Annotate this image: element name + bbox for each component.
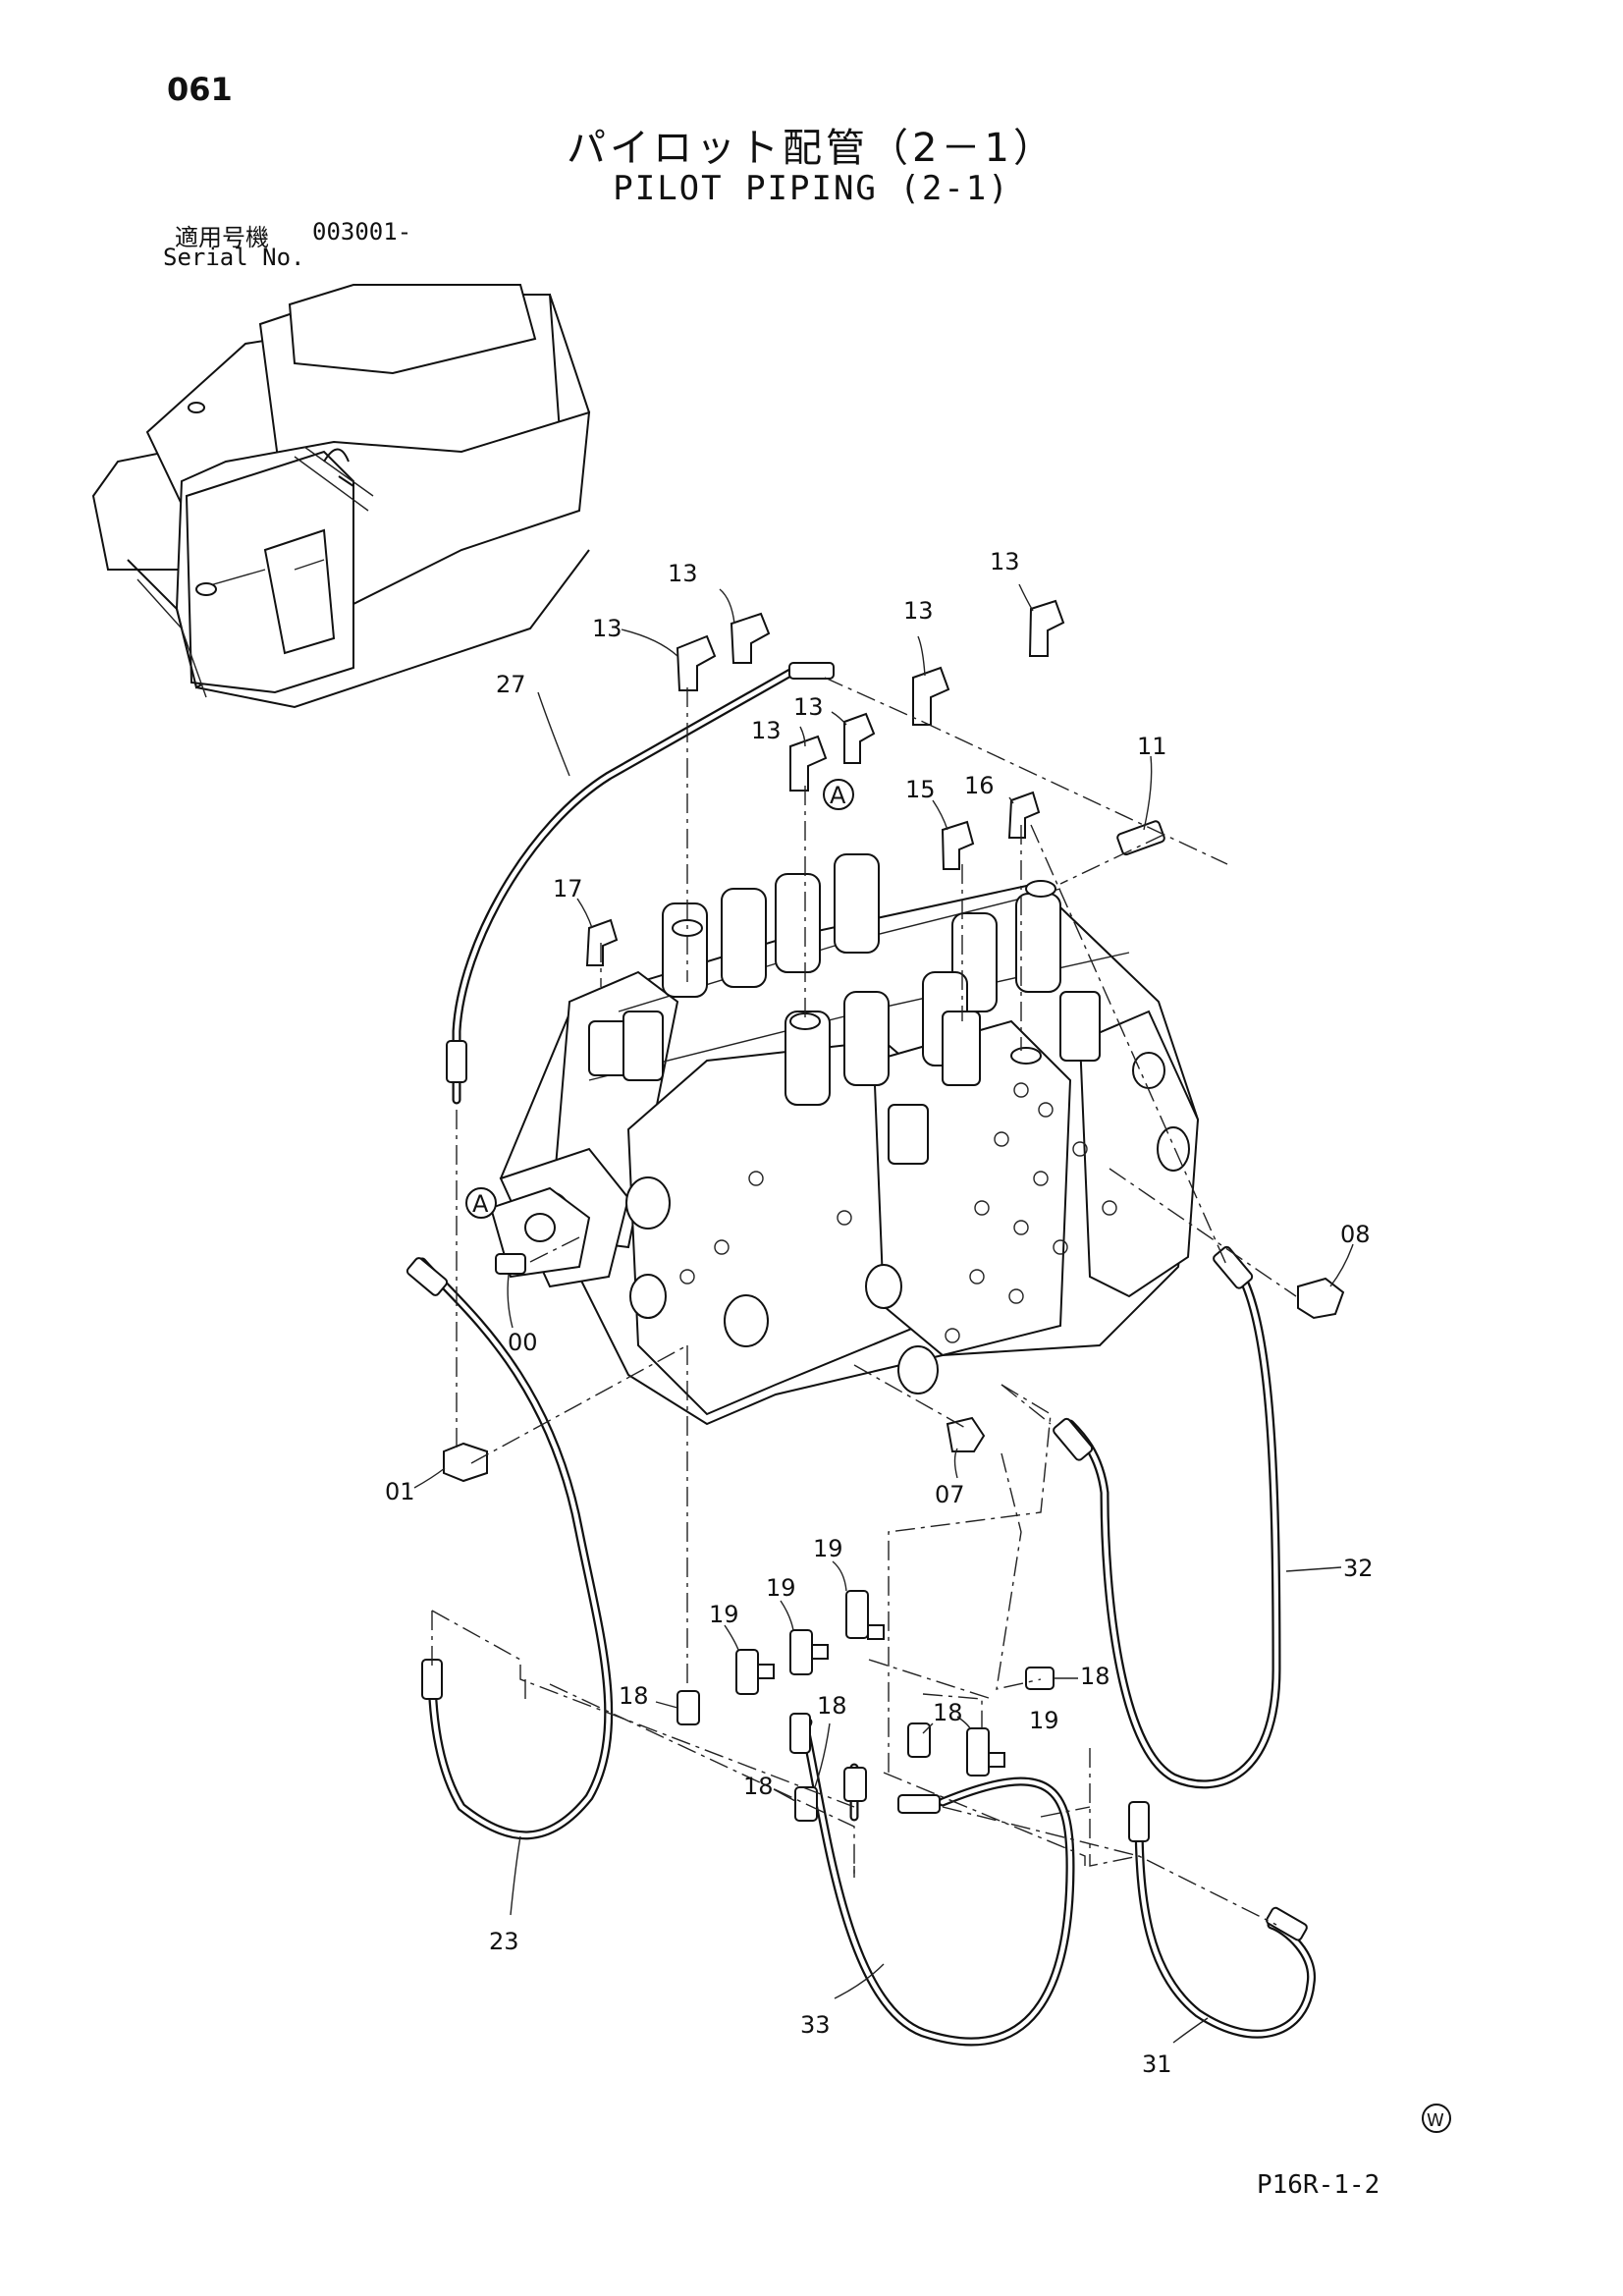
plug-fitting-00: [495, 1253, 526, 1275]
nipple-fitting-18c: [907, 1722, 931, 1758]
callout-18d: 18: [933, 1699, 963, 1726]
callout-18a: 18: [1080, 1663, 1110, 1690]
elbow-fitting-13d: [1028, 599, 1065, 657]
elbow-fitting-01: [443, 1442, 488, 1483]
tee-fitting-19b: [789, 1629, 829, 1675]
callout-15: 15: [905, 776, 936, 803]
callout-32: 32: [1343, 1555, 1374, 1582]
callout-08: 08: [1340, 1221, 1371, 1248]
fittings: [443, 599, 1345, 1822]
callout-07: 07: [935, 1481, 965, 1508]
callout-13e: 13: [751, 717, 782, 744]
serial-label-japanese: 適用号機: [175, 224, 269, 251]
elbow-fitting-13f: [843, 712, 876, 764]
callout-23: 23: [489, 1928, 519, 1955]
callout-19a: 19: [813, 1535, 843, 1562]
elbow-fitting-13a: [676, 634, 717, 691]
drawing-code: P16R-1-2: [1257, 2170, 1380, 2200]
elbow-fitting-17: [585, 918, 619, 966]
callout-19b: 19: [766, 1574, 796, 1602]
nipple-fitting-18e: [843, 1767, 867, 1802]
callout-13a: 13: [592, 615, 622, 642]
svg-text:A: A: [830, 782, 846, 809]
page-title-english: PILOT PIPING (2-1): [613, 169, 1010, 208]
elbow-fitting-08: [1297, 1277, 1345, 1320]
excavator-overview-sketch: [91, 284, 591, 709]
serial-number-value: 003001-: [312, 218, 412, 246]
callout-19c: 19: [709, 1601, 739, 1628]
w-mark: W: [1422, 2104, 1451, 2133]
nipple-fitting-18a: [676, 1690, 700, 1725]
nipple-fitting-18d: [1025, 1667, 1055, 1690]
reference-marker-a-top: A: [823, 779, 854, 810]
elbow-fitting-13e: [789, 735, 828, 792]
callout-00: 00: [508, 1329, 538, 1356]
reference-marker-a-left: A: [465, 1187, 497, 1219]
callout-27: 27: [496, 671, 526, 698]
svg-text:A: A: [472, 1190, 489, 1218]
callout-33: 33: [800, 2011, 831, 2039]
tee-fitting-19d: [966, 1727, 1005, 1777]
elbow-fitting-13b: [730, 612, 771, 664]
callout-01: 01: [385, 1478, 415, 1505]
hoses: [406, 662, 1316, 2047]
callout-18b: 18: [619, 1682, 649, 1710]
connection-lines: [431, 677, 1297, 1926]
callout-13d: 13: [903, 597, 934, 625]
page-title-japanese: パイロット配管（2－1）: [567, 126, 1056, 171]
callout-13f: 13: [793, 693, 824, 721]
serial-label-english: Serial No.: [163, 244, 305, 271]
callout-31: 31: [1142, 2050, 1172, 2078]
callout-13b: 13: [668, 560, 698, 587]
callout-18e: 18: [743, 1773, 774, 1800]
callout-18c: 18: [817, 1692, 847, 1720]
callout-13c: 13: [990, 548, 1020, 575]
callout-labels: 13 13 13 13 13 13 27 11 15 16 17 A A 08 …: [385, 548, 1374, 2078]
elbow-fitting-16: [1007, 791, 1041, 839]
callout-19d: 19: [1029, 1707, 1059, 1734]
tee-fitting-19c: [845, 1590, 885, 1640]
tee-fitting-19a: [735, 1649, 775, 1695]
leader-lines: [413, 583, 1354, 2044]
callout-16: 16: [964, 772, 995, 799]
page-number: 061: [167, 71, 233, 108]
svg-text:W: W: [1427, 2110, 1444, 2131]
elbow-fitting-07: [946, 1416, 986, 1452]
callout-17: 17: [553, 875, 583, 902]
callout-11: 11: [1137, 733, 1167, 760]
control-valve-body: [489, 853, 1200, 1426]
elbow-fitting-13c: [912, 666, 950, 726]
elbow-fitting-15: [941, 820, 975, 870]
